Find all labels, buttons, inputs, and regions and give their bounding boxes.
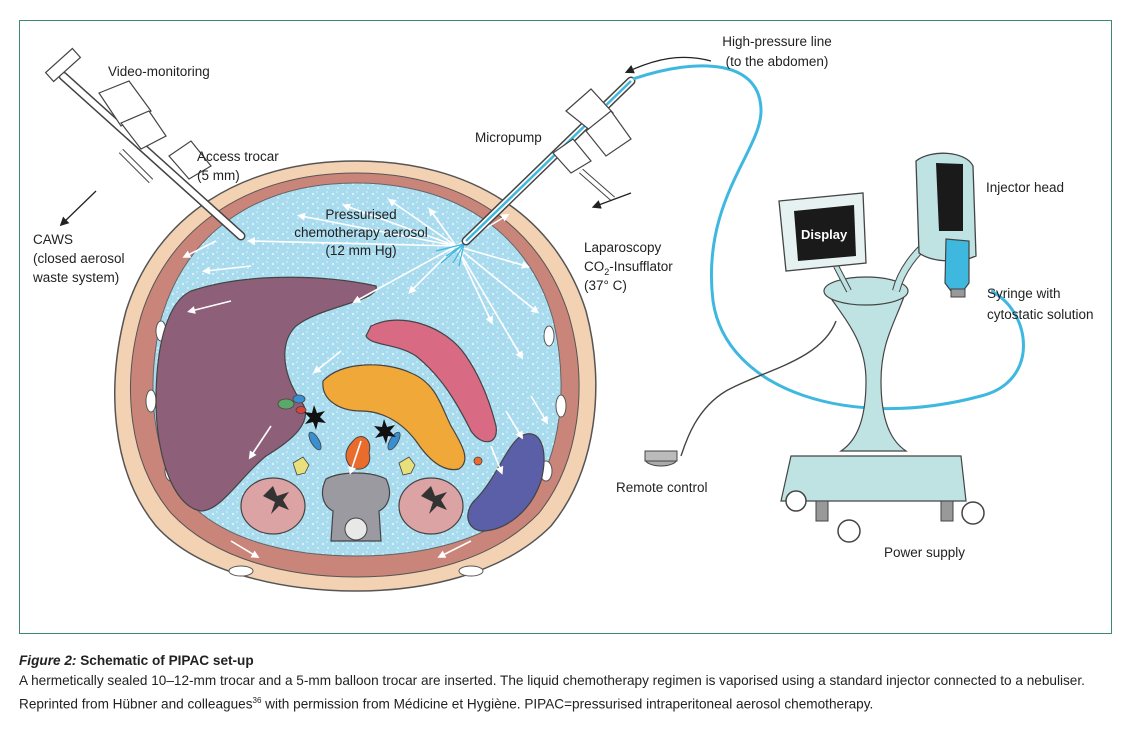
label-injector-head: Injector head — [986, 180, 1064, 195]
ureter-right — [387, 431, 401, 451]
nebuliser-spray — [435, 243, 465, 267]
label-caws-line2: (closed aerosol — [33, 251, 125, 266]
left-kidney-hilum — [263, 486, 289, 514]
label-pressurised-line2: chemotherapy aerosol — [294, 225, 428, 240]
label-access-trocar-size: (5 mm) — [197, 168, 240, 183]
injector-base — [780, 455, 967, 502]
injector-device — [778, 152, 985, 543]
caption-title-text: Schematic of PIPAC set-up — [80, 653, 254, 668]
liver — [155, 276, 377, 512]
label-pressurised: Pressurised — [325, 207, 396, 222]
label-pressurised-line3: (12 mm Hg) — [325, 243, 396, 258]
label-syringe-line2: cytostatic solution — [987, 307, 1094, 322]
display-screen — [794, 205, 856, 261]
caption-title: Figure 2: Schematic of PIPAC set-up — [19, 651, 1114, 671]
body-cross-section — [114, 160, 597, 592]
label-caws: CAWS — [33, 232, 73, 247]
vessel-green — [277, 398, 295, 410]
high-pressure-line — [632, 64, 1025, 411]
vessel-red — [295, 406, 307, 414]
caption-figure-label: Figure 2: — [19, 653, 77, 668]
tumor-star-2 — [374, 419, 396, 444]
wheel-left — [785, 490, 807, 512]
label-syringe: Syringe with — [987, 286, 1061, 301]
right-kidney-hilum — [421, 486, 447, 514]
wheel-right — [961, 501, 985, 525]
label-high-pressure-line: High-pressure line — [722, 34, 832, 49]
caption-reference: 36 — [252, 696, 262, 705]
label-access-trocar: Access trocar — [197, 149, 279, 164]
stomach — [365, 319, 497, 443]
wheel-mid — [837, 519, 861, 543]
pipac-diagram: Video-monitoring Access trocar (5 mm) CA… — [32, 34, 1094, 592]
pancreas — [322, 364, 466, 471]
injector-column — [825, 282, 908, 452]
access-trocar — [44, 47, 246, 241]
wall-ovals — [145, 320, 567, 577]
aorta — [345, 436, 371, 470]
adrenal-left — [292, 456, 310, 476]
figure-caption: Figure 2: Schematic of PIPAC set-up A he… — [19, 651, 1114, 715]
remote-control — [644, 320, 837, 467]
spinal-canal — [344, 517, 368, 541]
vessel-blue — [292, 394, 306, 404]
label-video-monitoring: Video-monitoring — [108, 64, 210, 79]
micropump-trocar — [461, 76, 636, 246]
caption-body-part1: A hermetically sealed 10–12-mm trocar an… — [19, 673, 1085, 712]
figure-frame: Video-monitoring Access trocar (5 mm) CA… — [19, 20, 1112, 634]
caption-body: A hermetically sealed 10–12-mm trocar an… — [19, 671, 1114, 715]
label-power-supply: Power supply — [884, 545, 965, 560]
label-micropump: Micropump — [475, 130, 542, 145]
label-high-pressure-line-sub: (to the abdomen) — [726, 54, 829, 69]
vertebra — [321, 472, 391, 542]
spleen — [467, 433, 545, 532]
annotation-arrows — [59, 56, 712, 227]
tumor-star-1 — [304, 405, 326, 430]
label-display: Display — [801, 227, 848, 242]
syringe — [944, 238, 970, 292]
label-laparoscopy: Laparoscopy — [584, 240, 662, 255]
node-orange — [473, 456, 483, 466]
caption-body-part2: with permission from Médicine et Hygiène… — [261, 696, 874, 712]
ureter-left — [308, 431, 322, 451]
label-temperature: (37° C) — [584, 278, 627, 293]
adrenal-right — [398, 456, 416, 476]
label-insufflator: CO2-Insufflator — [584, 259, 673, 277]
label-remote-control: Remote control — [616, 480, 708, 495]
label-caws-line3: waste system) — [32, 270, 119, 285]
